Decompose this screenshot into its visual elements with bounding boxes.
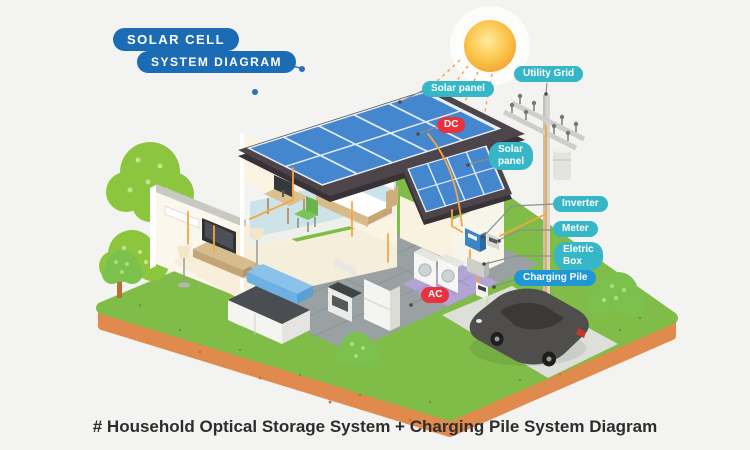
wall-cabinet [334, 258, 356, 276]
label-charging-pile: Charging Pile [514, 270, 597, 286]
tree-small-lawn [102, 250, 143, 298]
label-dc: DC [437, 117, 466, 133]
label-text: Solar panel [431, 83, 485, 94]
label-solar-panel-top: Solar panel [422, 81, 494, 97]
chair [294, 196, 318, 232]
label-text: Charging Pile [523, 272, 588, 283]
insulators [509, 93, 579, 141]
title-badge-line2: SYSTEM DIAGRAM [137, 51, 297, 73]
leader-dots [398, 92, 548, 307]
desk [264, 175, 308, 224]
caption-text: # Household Optical Storage System + Cha… [92, 417, 658, 436]
title-badge-line1: SOLAR CELL [113, 28, 240, 51]
label-text: Meter [562, 223, 589, 234]
annex-roof-solar-array [402, 142, 512, 225]
label-text: Eletric [563, 244, 594, 255]
label-text: Utility Grid [523, 68, 575, 79]
taillight [576, 328, 586, 338]
leader-lines [401, 82, 556, 305]
bush-right [587, 272, 647, 317]
headlight [476, 319, 482, 323]
transformer [553, 147, 571, 180]
label-text: Box [563, 256, 582, 267]
label-ac: AC [421, 287, 450, 303]
wall-cut-cap [156, 184, 246, 228]
label-utility-grid: Utility Grid [514, 66, 584, 82]
dryer [438, 254, 466, 293]
label-electric-box: Eletric Box [554, 242, 603, 270]
stove [328, 282, 362, 322]
fridge [363, 279, 400, 331]
label-solar-panel-side: Solar panel [489, 142, 534, 170]
caption: # Household Optical Storage System + Cha… [0, 417, 750, 437]
sofa [245, 264, 313, 304]
bush-center [335, 332, 381, 367]
meter-device [487, 233, 499, 250]
label-text: Solar [498, 144, 524, 155]
floor-lamp-left [177, 246, 191, 288]
label-text: DC [444, 119, 459, 130]
label-text: AC [428, 289, 443, 300]
tv [202, 218, 236, 254]
computer-monitor [274, 175, 292, 197]
laundry-wall [400, 196, 468, 268]
label-text: Inverter [562, 198, 599, 209]
washing-machine [414, 248, 444, 288]
label-meter: Meter [553, 221, 598, 237]
label-inverter: Inverter [553, 196, 608, 212]
title-badge-text1: SOLAR CELL [127, 32, 226, 47]
electric-car [469, 288, 589, 367]
kitchen-island [228, 286, 310, 344]
label-text: panel [498, 156, 525, 167]
title-badge-text2: SYSTEM DIAGRAM [151, 55, 283, 69]
